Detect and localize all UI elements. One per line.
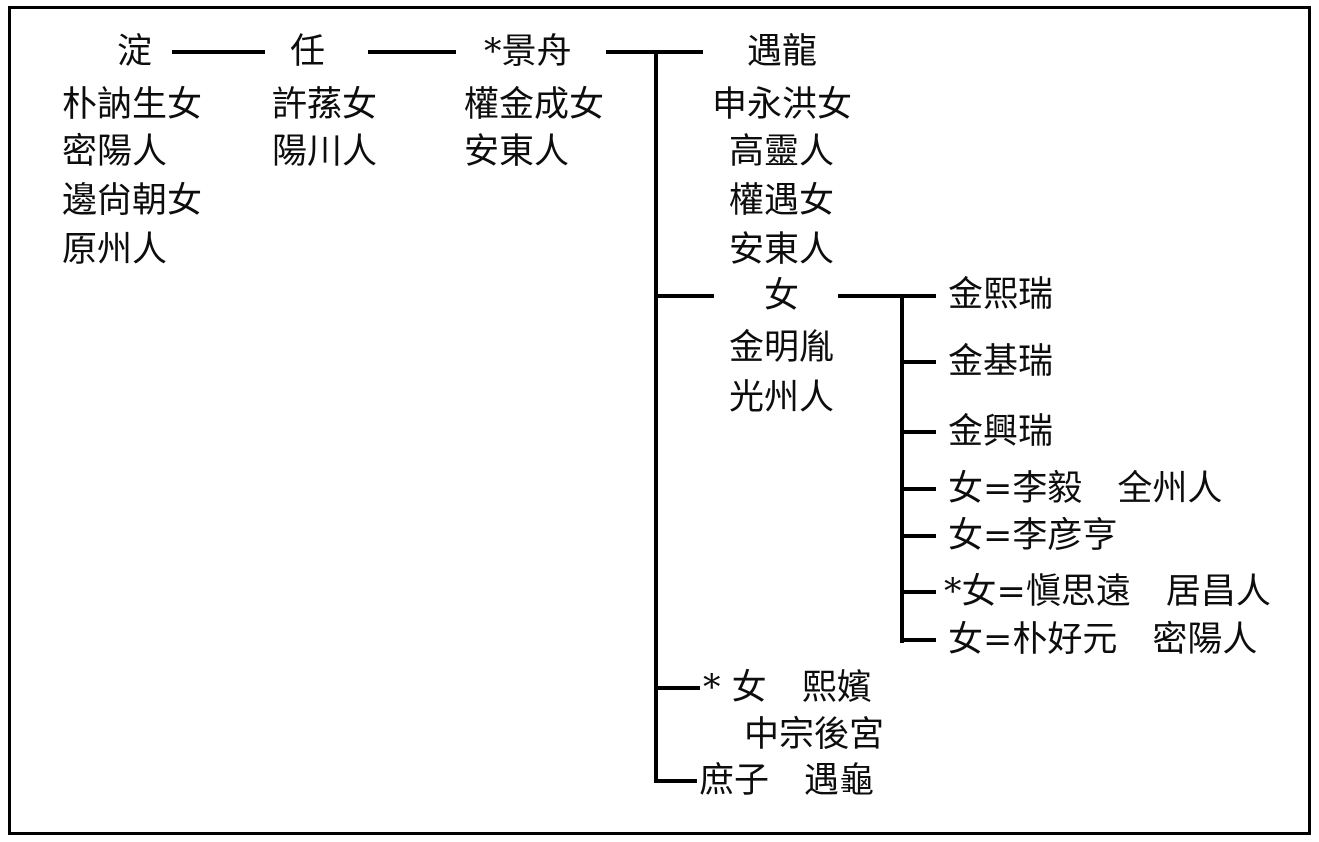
grandchild-name: 金基瑞 xyxy=(948,342,1054,382)
tree-line-vertical xyxy=(654,50,658,783)
spouse-note: 權遇女 xyxy=(729,181,835,221)
child-name: 庶子 遇龜 xyxy=(699,761,875,801)
generation-name: 淀 xyxy=(117,32,153,72)
child-name: * 女 熙嬪 xyxy=(703,668,872,708)
grandchild-name: 女=朴好元 密陽人 xyxy=(948,620,1258,660)
child-name: 遇龍 xyxy=(747,32,818,72)
spouse-note: 金明胤 xyxy=(729,328,835,368)
tree-line-horizontal xyxy=(900,487,936,491)
spouse-note: 權金成女 xyxy=(464,85,605,125)
tree-line-horizontal xyxy=(900,590,936,594)
spouse-note: 許蓀女 xyxy=(272,85,378,125)
grandchild-name: 女=李彦亨 xyxy=(948,516,1118,556)
spouse-note: 申永洪女 xyxy=(712,85,853,125)
generation-name: *景舟 xyxy=(484,32,572,72)
origin-note: 原州人 xyxy=(62,230,168,270)
tree-line-horizontal xyxy=(900,638,936,642)
grandchild-name: 金熙瑞 xyxy=(948,275,1054,315)
origin-note: 高靈人 xyxy=(729,132,835,172)
grandchild-name: 金興瑞 xyxy=(948,412,1054,452)
tree-line-horizontal xyxy=(838,294,936,298)
grandchild-name: 女=李毅 全州人 xyxy=(948,469,1223,509)
tree-line-horizontal xyxy=(368,50,456,54)
origin-note: 安東人 xyxy=(729,230,835,270)
tree-line-horizontal xyxy=(656,779,697,783)
status-note: 中宗後宮 xyxy=(744,715,885,755)
origin-note: 光州人 xyxy=(729,378,835,418)
tree-line-horizontal xyxy=(656,686,700,690)
page-border xyxy=(8,6,1311,835)
spouse-note: 邊尙朝女 xyxy=(62,181,203,221)
tree-line-horizontal xyxy=(900,360,936,364)
grandchild-name: *女=愼思遠 居昌人 xyxy=(944,572,1271,612)
origin-note: 陽川人 xyxy=(272,132,378,172)
tree-line-horizontal xyxy=(656,294,714,298)
child-name: 女 xyxy=(764,276,800,316)
tree-line-horizontal xyxy=(172,50,265,54)
origin-note: 安東人 xyxy=(464,132,570,172)
tree-line-vertical xyxy=(900,294,904,643)
spouse-note: 朴訥生女 xyxy=(62,85,203,125)
origin-note: 密陽人 xyxy=(62,132,168,172)
generation-name: 任 xyxy=(290,32,326,72)
tree-line-horizontal xyxy=(900,430,936,434)
tree-line-horizontal xyxy=(900,534,936,538)
